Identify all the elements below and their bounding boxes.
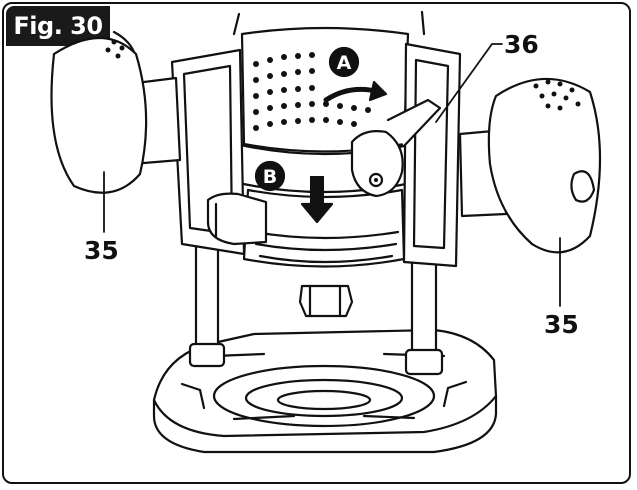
arrow-a <box>323 80 388 103</box>
depth-knob <box>206 192 268 246</box>
left-handle <box>50 30 182 194</box>
marker-b-letter: B <box>263 166 277 188</box>
arrow-b <box>300 176 334 224</box>
leader-lines <box>103 43 561 307</box>
router-illustration: A B <box>50 10 602 454</box>
figure-label: Fig. 30 <box>6 6 110 46</box>
figure-frame: Fig. 30 <box>2 2 631 484</box>
lock-lever <box>350 98 442 198</box>
vent-pattern <box>253 52 371 131</box>
callout-handle-left: 35 <box>84 236 119 265</box>
collet-nut <box>298 284 354 318</box>
base-plate <box>152 328 498 454</box>
callout-handle-right: 35 <box>544 310 579 339</box>
callout-lever: 36 <box>504 30 539 59</box>
marker-b-circle <box>254 160 286 192</box>
marker-a-letter: A <box>337 52 352 74</box>
marker-a-circle <box>328 46 360 78</box>
right-handle <box>458 77 602 254</box>
